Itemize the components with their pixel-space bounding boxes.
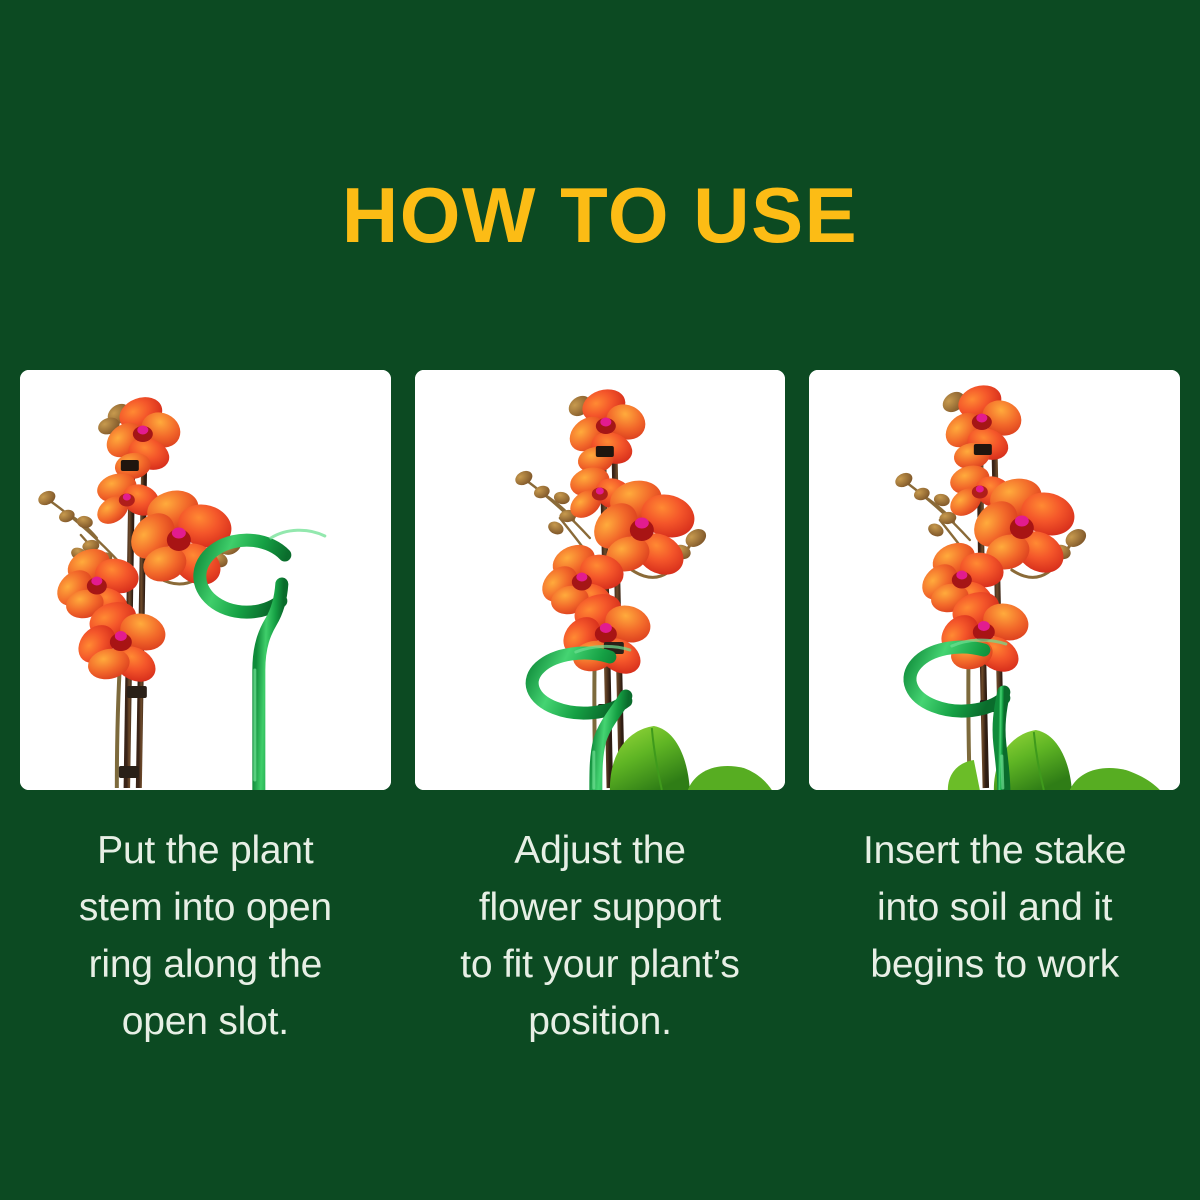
caption-line: begins to work xyxy=(870,943,1120,986)
page-title: HOW TO USE xyxy=(341,171,859,259)
plant-leaf xyxy=(609,726,690,790)
step-images-row xyxy=(20,370,1181,790)
orchid-stake-inserted-in-soil-illustration xyxy=(809,370,1181,790)
caption-line: Put the plant xyxy=(97,829,314,872)
step-captions-row: Put the plant stem into open ring along … xyxy=(20,822,1180,1050)
caption-line: Adjust the xyxy=(514,829,686,872)
orchid-with-ring-around-stem-illustration xyxy=(414,370,786,790)
step-image-2 xyxy=(414,370,786,790)
caption-line: Insert the stake xyxy=(862,829,1127,872)
caption-line: stem into open xyxy=(78,886,332,929)
step-caption-1: Put the plant stem into open ring along … xyxy=(20,822,391,1050)
step-image-1 xyxy=(20,370,391,790)
caption-line: open slot. xyxy=(121,1000,289,1043)
caption-line: to fit your plant’s xyxy=(460,943,740,986)
flower-stake-1 xyxy=(193,533,292,790)
step-caption-3: Insert the stake into soil and it begins… xyxy=(809,822,1180,1050)
caption-line: flower support xyxy=(478,886,722,929)
caption-line: into soil and it xyxy=(877,886,1113,929)
plant-leaf xyxy=(994,730,1073,790)
flower-stake-2 xyxy=(525,646,633,790)
step-caption-2: Adjust the flower support to fit your pl… xyxy=(415,822,786,1050)
caption-line: position. xyxy=(528,1000,672,1043)
caption-line: ring along the xyxy=(88,943,323,986)
step-image-3 xyxy=(809,370,1181,790)
orchid-with-open-ring-illustration xyxy=(20,370,391,790)
